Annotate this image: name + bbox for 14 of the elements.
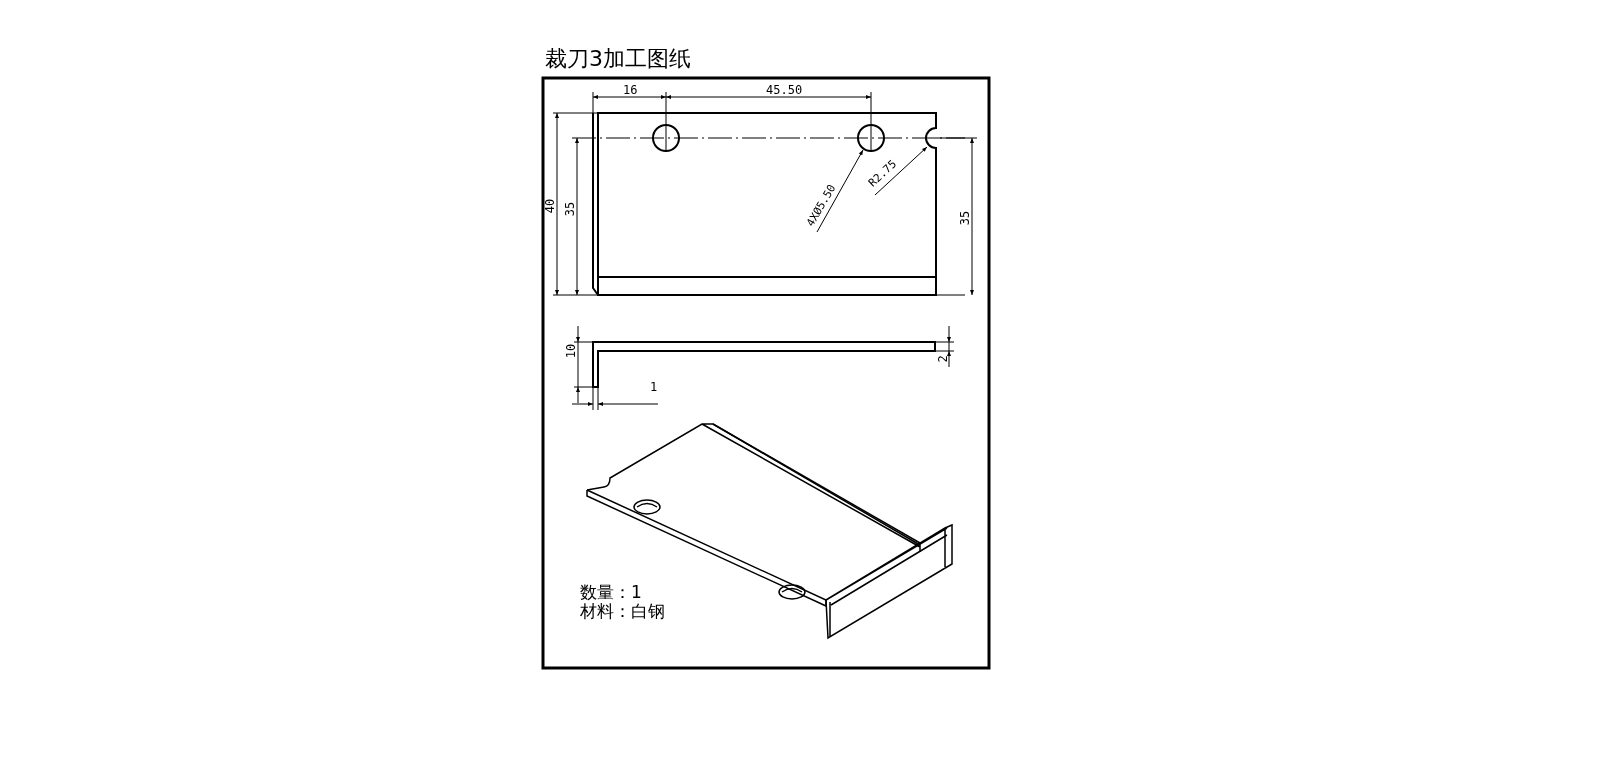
dimension-text: 10 [565,343,578,359]
dimension-text: 1 [650,381,658,393]
leader-line [816,149,864,233]
note-text: 数量：1 [580,583,642,602]
dimension-text: 35 [959,210,972,226]
hole-outline [857,124,885,152]
dimension-text: 2 [936,355,949,363]
dimension-text: 16 [623,84,638,96]
drawing-title: 裁刀3加工图纸 [545,48,691,70]
dimension-text: 40 [544,198,557,214]
dimension-text: 45.50 [766,84,803,96]
leader-line [874,146,928,196]
note-text: 材料：白钢 [580,602,665,621]
dimension-text: 35 [564,201,577,217]
